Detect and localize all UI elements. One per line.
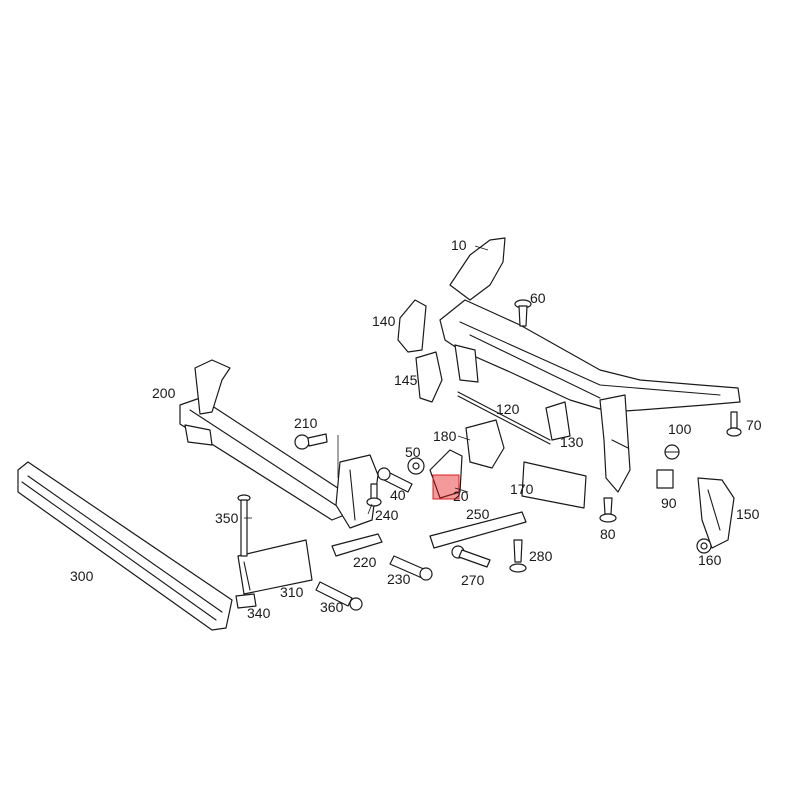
part-80-bolt[interactable]	[599, 497, 617, 523]
callout-270[interactable]: 270	[461, 572, 485, 588]
callout-20[interactable]: 20	[453, 488, 469, 504]
callout-200[interactable]: 200	[152, 385, 176, 401]
part-50-nut[interactable]	[407, 457, 425, 475]
callout-350[interactable]: 350	[215, 510, 239, 526]
part-300-bumper-beam[interactable]	[17, 461, 233, 631]
callout-310[interactable]: 310	[280, 584, 304, 600]
callout-160[interactable]: 160	[698, 552, 722, 568]
part-230-bolt[interactable]	[389, 555, 433, 581]
part-20-highlight	[432, 474, 460, 500]
callout-250[interactable]: 250	[466, 506, 490, 522]
callout-145[interactable]: 145	[394, 372, 418, 388]
callout-340[interactable]: 340	[247, 605, 271, 621]
callout-100[interactable]: 100	[668, 421, 692, 437]
part-200-crossmember[interactable]	[179, 359, 379, 529]
callout-170[interactable]: 170	[510, 481, 534, 497]
callout-60[interactable]: 60	[530, 290, 546, 306]
part-160-nut[interactable]	[696, 538, 712, 554]
callout-180[interactable]: 180	[433, 428, 457, 444]
part-90-clip[interactable]	[656, 469, 674, 489]
part-280-bolt[interactable]	[509, 539, 527, 573]
callout-150[interactable]: 150	[736, 506, 760, 522]
part-220-bracket[interactable]	[331, 533, 383, 557]
callout-10[interactable]: 10	[451, 237, 467, 253]
callout-140[interactable]: 140	[372, 313, 396, 329]
callout-220[interactable]: 220	[353, 554, 377, 570]
callout-120[interactable]: 120	[496, 401, 520, 417]
part-250-strip[interactable]	[429, 511, 527, 549]
part-180-bracket[interactable]	[465, 419, 505, 469]
part-60-bolt[interactable]	[514, 299, 532, 327]
callout-210[interactable]: 210	[294, 415, 318, 431]
part-70-bolt[interactable]	[726, 411, 742, 437]
part-10-front-module-carrier[interactable]	[439, 237, 741, 493]
part-20-bracket[interactable]	[429, 449, 463, 500]
callout-50[interactable]: 50	[405, 444, 421, 460]
callout-300[interactable]: 300	[70, 568, 94, 584]
callout-90[interactable]: 90	[661, 495, 677, 511]
part-240-bolt[interactable]	[366, 483, 382, 507]
part-130-bracket[interactable]	[545, 401, 571, 441]
callout-280[interactable]: 280	[529, 548, 553, 564]
part-350-bolt[interactable]	[237, 494, 251, 557]
callout-labels: 10 20 40 50 60 70 80 90 100 120 130 140 …	[70, 237, 762, 621]
part-140-bracket[interactable]	[397, 299, 427, 353]
part-145-bracket[interactable]	[415, 351, 443, 403]
part-150-side-member[interactable]	[697, 477, 735, 549]
callout-240[interactable]: 240	[375, 507, 399, 523]
part-310-mounting-bracket[interactable]	[237, 539, 313, 595]
leader-lines	[244, 245, 489, 519]
part-170-bracket[interactable]	[521, 461, 587, 509]
callout-360[interactable]: 360	[320, 599, 344, 615]
part-210-bolt[interactable]	[294, 433, 328, 450]
part-40-screw[interactable]	[377, 467, 413, 493]
part-340-washer-plate[interactable]	[235, 593, 257, 609]
callout-130[interactable]: 130	[560, 434, 584, 450]
callout-230[interactable]: 230	[387, 571, 411, 587]
part-120-rod[interactable]	[457, 391, 551, 445]
callout-40[interactable]: 40	[390, 487, 406, 503]
callout-70[interactable]: 70	[746, 417, 762, 433]
part-100-nut[interactable]	[664, 444, 680, 460]
part-360-bolt[interactable]	[315, 581, 363, 611]
part-270-bolt[interactable]	[451, 545, 491, 568]
callout-80[interactable]: 80	[600, 526, 616, 542]
